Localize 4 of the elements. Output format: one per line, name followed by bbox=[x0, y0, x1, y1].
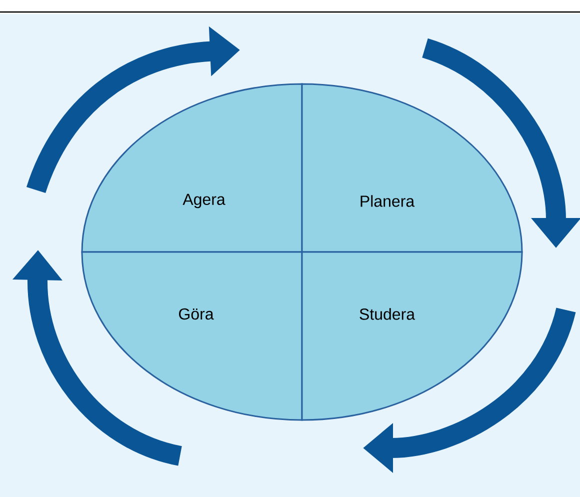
quadrant: Planera bbox=[301, 83, 523, 253]
quadrant: Göra bbox=[81, 251, 303, 421]
quadrant: Agera bbox=[81, 83, 303, 253]
quadrant: Studera bbox=[301, 251, 523, 421]
